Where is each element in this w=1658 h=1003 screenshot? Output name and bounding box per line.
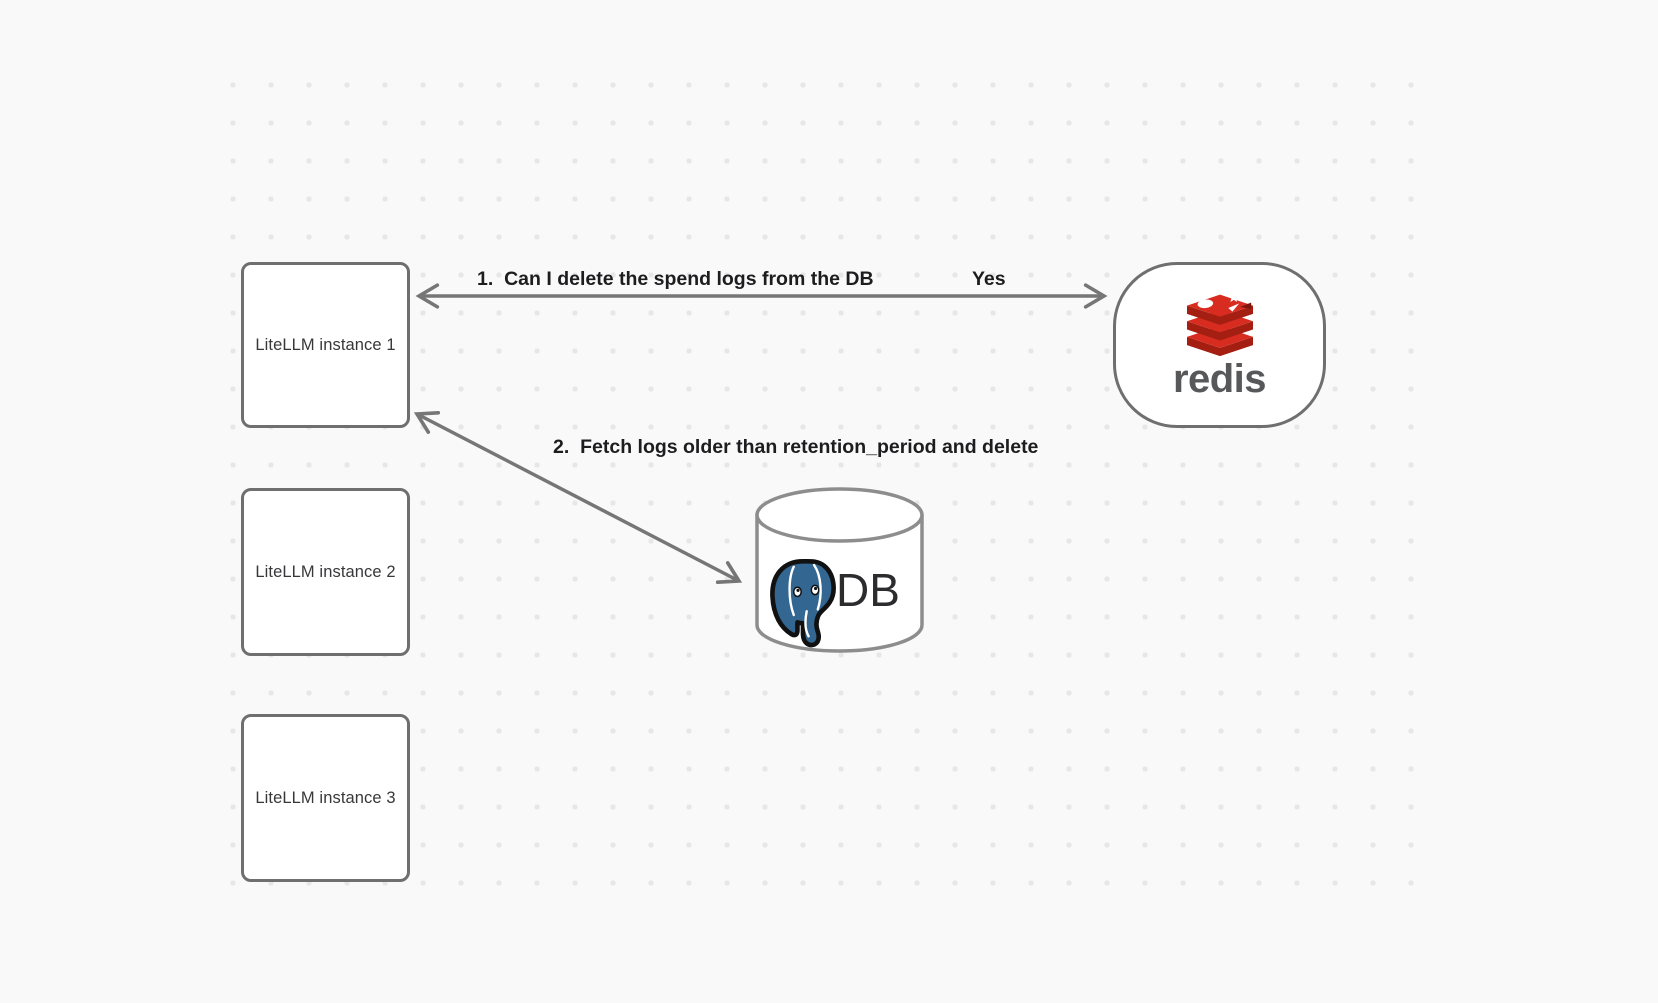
postgresql-icon bbox=[770, 558, 836, 648]
redis-logo-icon bbox=[1186, 291, 1253, 357]
node-litellm-instance-3[interactable]: LiteLLM instance 3 bbox=[241, 714, 410, 882]
arrow2-caption[interactable]: 2. Fetch logs older than retention_perio… bbox=[553, 436, 1039, 458]
arrow1-caption[interactable]: 1. Can I delete the spend logs from the … bbox=[477, 268, 874, 290]
node-litellm-instance-1[interactable]: LiteLLM instance 1 bbox=[241, 262, 410, 428]
arrow1-answer[interactable]: Yes bbox=[972, 268, 1006, 290]
node-litellm-instance-2[interactable]: LiteLLM instance 2 bbox=[241, 488, 410, 656]
database-label: DB bbox=[836, 564, 900, 616]
node-label: LiteLLM instance 3 bbox=[255, 788, 396, 807]
node-redis[interactable]: redis bbox=[1113, 262, 1326, 428]
node-label: LiteLLM instance 2 bbox=[255, 562, 396, 581]
node-label: LiteLLM instance 1 bbox=[255, 335, 396, 354]
redis-wordmark: redis bbox=[1172, 357, 1267, 401]
arrow-instance1-db[interactable] bbox=[413, 410, 743, 585]
